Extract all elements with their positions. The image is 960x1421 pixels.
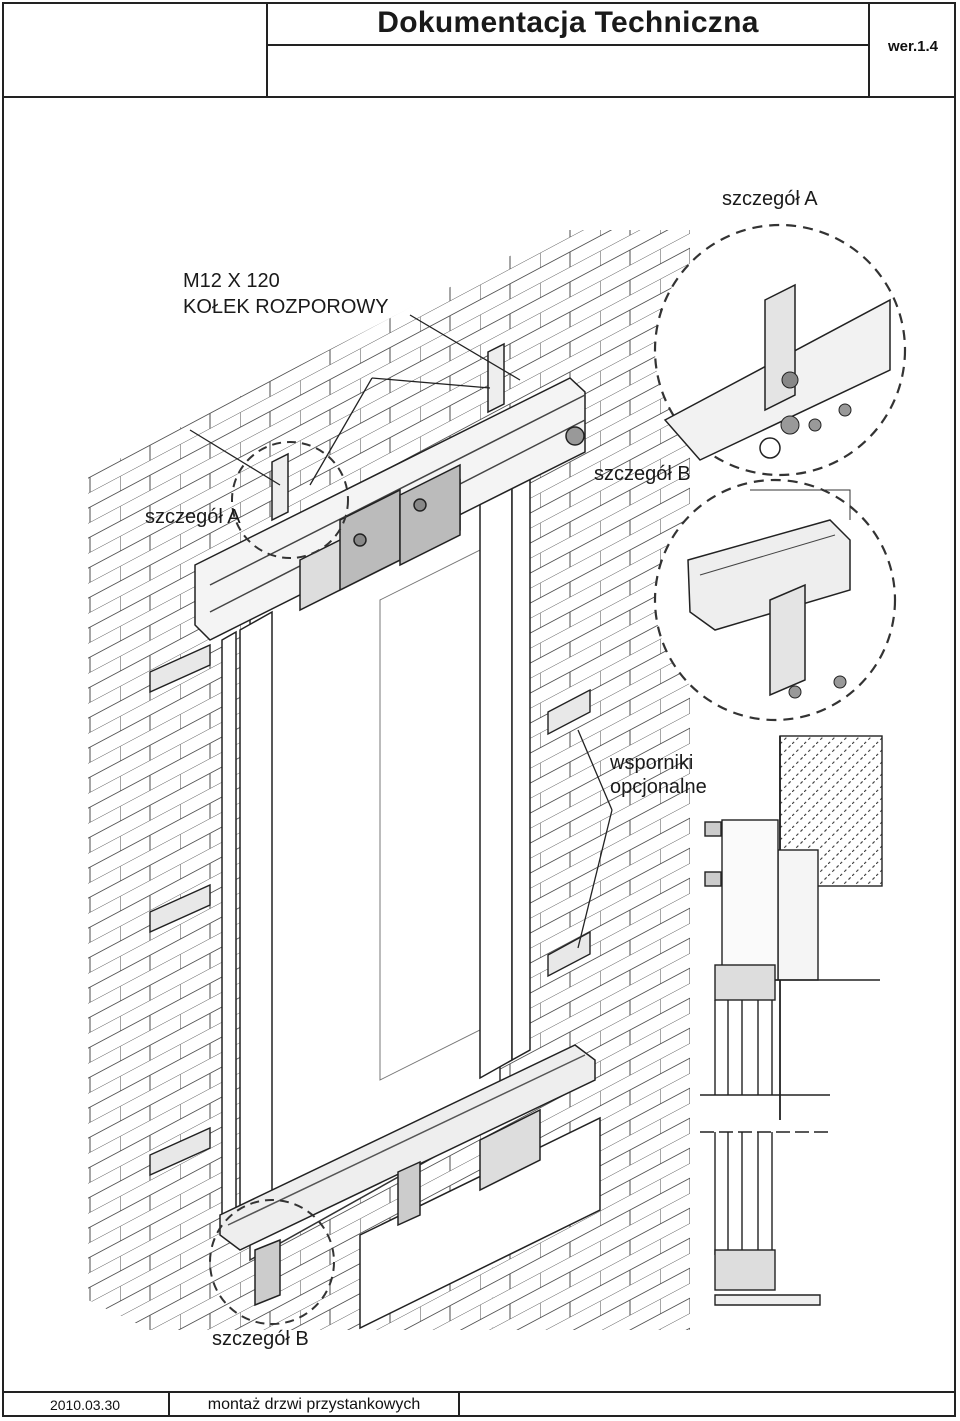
label-detail-a-top: szczegół A <box>722 188 818 210</box>
label-detail-b-right: szczegół B <box>594 463 691 485</box>
label-optional-brackets-1: wsporniki <box>610 752 694 774</box>
detail-b-enlarged <box>653 478 897 722</box>
version-label: wer.1.4 <box>887 38 939 55</box>
document-title: Dokumentacja Techniczna <box>377 6 759 39</box>
bottom-sill-track <box>219 1044 601 1330</box>
footer: 2010.03.30 montaż drzwi przystankowych <box>2 1391 956 1417</box>
version-cell: wer.1.4 <box>868 2 956 98</box>
label-anchor-spec-2: KOŁEK ROZPOROWY <box>183 296 389 318</box>
label-detail-b-bottom: szczegół B <box>212 1328 309 1350</box>
detail-a-enlarged <box>653 223 907 477</box>
logo-area <box>2 2 268 98</box>
leader-lines <box>189 314 613 949</box>
detail-circle-b-small <box>209 1199 335 1325</box>
document-date: 2010.03.30 <box>2 1393 170 1417</box>
top-operator-beam <box>194 377 586 641</box>
label-anchor-spec-1: M12 X 120 <box>183 270 280 292</box>
title-cell: Dokumentacja Techniczna <box>268 2 868 46</box>
document-description: montaż drzwi przystankowych <box>170 1393 460 1417</box>
label-detail-a-left: szczegół A <box>145 506 241 528</box>
top-wall-brackets <box>271 342 505 522</box>
door-frame-posts <box>221 470 531 1230</box>
door-opening <box>249 468 501 1262</box>
section-view <box>700 735 883 1306</box>
subtitle-cell <box>268 46 868 98</box>
detail-circle-a-small <box>231 441 349 559</box>
label-optional-brackets-2: opcjonalne <box>610 776 707 798</box>
